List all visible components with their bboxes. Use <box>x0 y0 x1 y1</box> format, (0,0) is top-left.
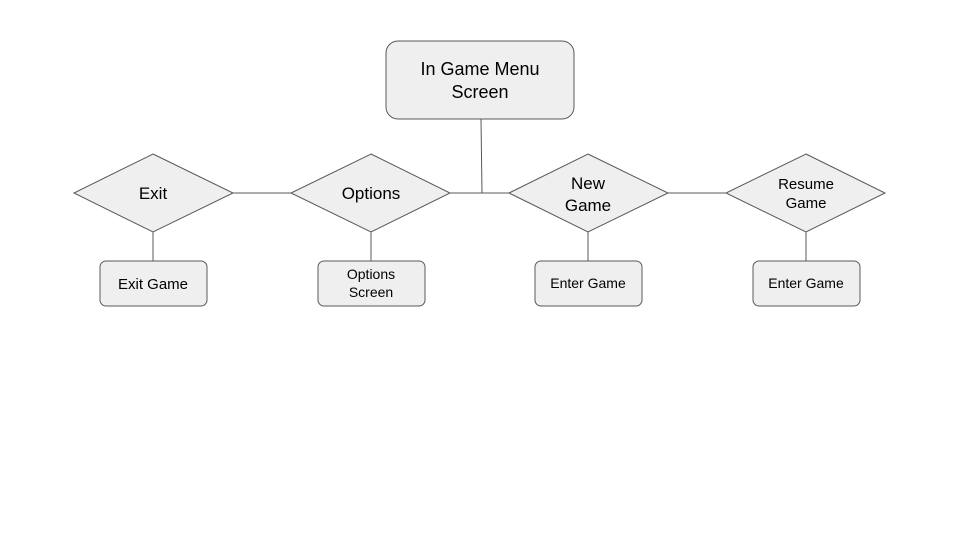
outcome-options-screen: Options Screen <box>317 260 426 307</box>
decision-shape <box>289 153 452 233</box>
outcome-shape <box>534 260 643 307</box>
decision-resume-game: Resume Game <box>724 153 887 233</box>
decision-label: Options <box>342 184 401 203</box>
outcome-enter-game-new: Enter Game <box>534 260 643 307</box>
outcome-label: Enter Game <box>768 275 844 291</box>
decision-shape <box>72 153 235 233</box>
outcome-label: Options <box>347 266 395 282</box>
node-in-game-menu-screen: In Game Menu Screen <box>385 40 575 120</box>
decision-label: Game <box>565 196 611 215</box>
decision-label: Exit <box>139 184 168 203</box>
node-label: Screen <box>451 82 508 102</box>
outcome-shape <box>752 260 861 307</box>
node-shape <box>385 40 575 120</box>
decision-label: New <box>571 174 606 193</box>
outcome-exit-game: Exit Game <box>99 260 208 307</box>
outcome-label: Screen <box>349 284 393 300</box>
outcome-enter-game-resume: Enter Game <box>752 260 861 307</box>
decision-label: Resume <box>778 176 834 193</box>
connector-root-branch <box>480 118 483 194</box>
decision-new-game: New Game <box>507 153 670 233</box>
outcome-shape <box>317 260 426 307</box>
decision-shape <box>507 153 670 233</box>
outcome-label: Enter Game <box>550 275 626 291</box>
decision-shape <box>724 153 887 233</box>
outcome-label: Exit Game <box>118 276 188 293</box>
outcome-shape <box>99 260 208 307</box>
node-label: In Game Menu <box>420 59 539 79</box>
decision-options: Options <box>289 153 452 233</box>
decision-label: Game <box>786 195 827 212</box>
decision-exit: Exit <box>72 153 235 233</box>
